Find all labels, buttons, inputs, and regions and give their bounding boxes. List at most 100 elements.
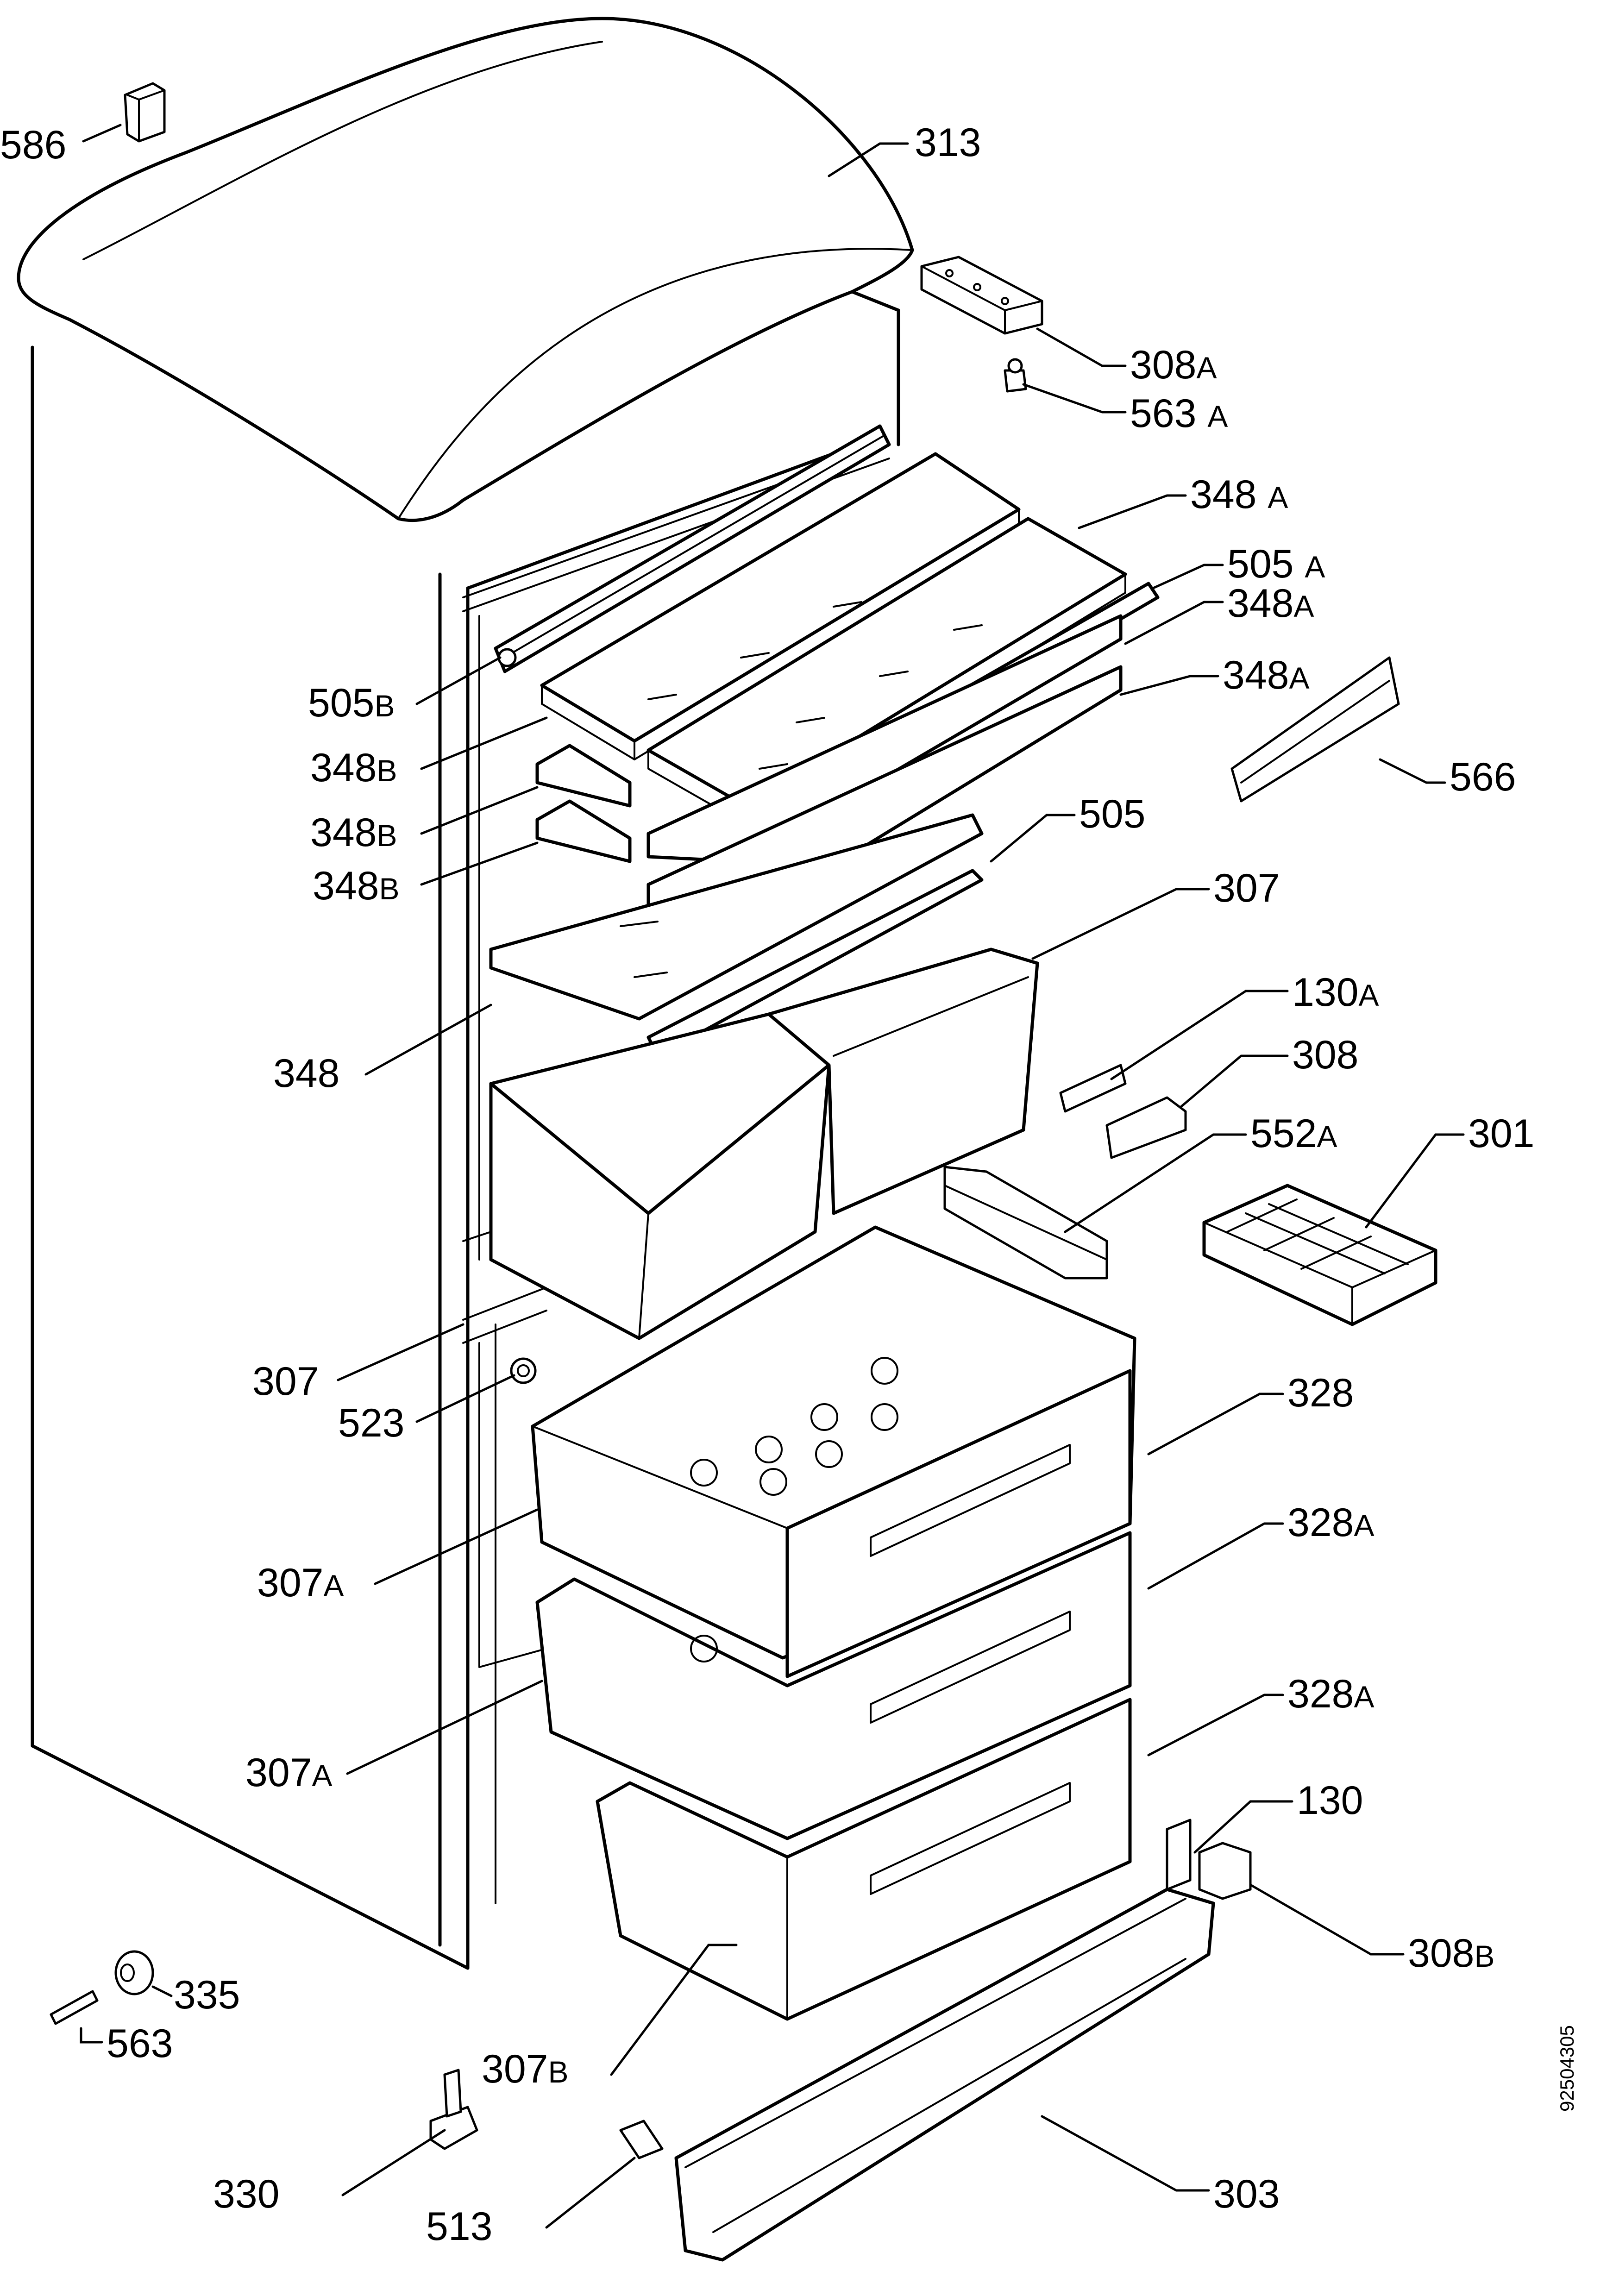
callout-number: 552 (1250, 1111, 1317, 1156)
callout-130: 130 (1297, 1778, 1363, 1826)
callout-number: 308 (1292, 1033, 1359, 1077)
callout-suffix: A (1289, 661, 1310, 695)
callout-suffix: A (323, 1568, 344, 1603)
hinge-130 (1166, 1819, 1192, 1891)
callout-301: 301 (1468, 1111, 1535, 1159)
callout-330: 330 (213, 2172, 280, 2219)
callout-number: 307 (245, 1750, 312, 1795)
hinge-130a (1059, 1064, 1127, 1113)
leader-lines (80, 124, 1465, 2229)
callout-328a-2: 328A (1287, 1672, 1375, 1719)
callout-307: 307 (1213, 866, 1280, 913)
callout-348b-2: 348B (310, 810, 397, 858)
callout-308: 308 (1292, 1033, 1359, 1080)
freezer-drawers (531, 1225, 1136, 2021)
callout-348a-2: 348A (1227, 581, 1314, 628)
callout-number: 130 (1297, 1778, 1363, 1823)
callout-number: 586 (0, 123, 67, 167)
callout-suffix: B (377, 818, 397, 853)
callout-number: 348 (273, 1051, 340, 1096)
callout-307a-2: 307A (245, 1750, 333, 1798)
callout-number: 566 (1450, 755, 1516, 799)
callout-307a-1: 307A (257, 1561, 344, 1608)
callout-number: 348 (1227, 581, 1294, 626)
callout-505a: 505 A (1227, 542, 1325, 589)
callout-number: 130 (1292, 970, 1359, 1015)
callout-586: 586 (0, 123, 67, 170)
callout-number: 307 (482, 2047, 548, 2091)
callout-suffix: A (1354, 1508, 1375, 1543)
callout-number: 563 (1130, 391, 1197, 436)
callout-308a: 308A (1130, 343, 1217, 390)
hinge-308b (1198, 1842, 1252, 1900)
callout-suffix: B (374, 689, 395, 723)
callout-307-lower: 307 (252, 1359, 319, 1406)
callout-number: 348 (1223, 653, 1289, 697)
callout-number: 348 (310, 810, 377, 855)
callout-563a: 563 A (1130, 391, 1228, 439)
callout-number: 348 (310, 746, 377, 790)
callout-number: 513 (426, 2204, 493, 2249)
callout-suffix: B (1474, 1939, 1495, 1973)
callout-566: 566 (1450, 755, 1516, 802)
callout-563: 563 (107, 2021, 173, 2069)
callout-number: 308 (1130, 343, 1197, 387)
callout-552a: 552A (1250, 1111, 1337, 1159)
callout-suffix: A (1268, 480, 1288, 514)
callout-number: 308 (1408, 1931, 1475, 1976)
callout-suffix: A (1305, 550, 1325, 584)
upper-crisper-bins-307 (489, 947, 1039, 1340)
callout-505b: 505B (308, 681, 395, 728)
callout-number: 330 (213, 2172, 280, 2216)
callout-number: 523 (338, 1401, 405, 1445)
callout-number: 563 (107, 2021, 173, 2066)
callout-number: 303 (1213, 2172, 1280, 2216)
callout-number: 307 (257, 1561, 324, 1605)
hinge-308 (1105, 1096, 1187, 1159)
callout-suffix: B (377, 753, 397, 788)
clip-513 (619, 2120, 664, 2159)
callout-335: 335 (174, 1973, 240, 2020)
callout-number: 307 (252, 1359, 319, 1404)
callout-328: 328 (1287, 1371, 1354, 1418)
callout-number: 505 (1079, 792, 1146, 836)
callout-number: 348 (1190, 472, 1257, 517)
callout-348b-1: 348B (310, 746, 397, 793)
plinth-303 (674, 1888, 1215, 2262)
callout-suffix: A (1196, 351, 1217, 385)
callout-number: 301 (1468, 1111, 1535, 1156)
callout-328a-1: 328A (1287, 1500, 1375, 1548)
foot-330 (429, 2069, 478, 2150)
callout-number: 328 (1287, 1500, 1354, 1545)
callout-348b-3: 348B (313, 864, 400, 911)
callout-348a-3: 348A (1223, 653, 1310, 700)
callout-348: 348 (273, 1051, 340, 1098)
callout-523: 523 (338, 1401, 405, 1448)
callout-313: 313 (915, 120, 981, 168)
callout-130a: 130A (1292, 970, 1379, 1017)
callout-348a-1: 348 A (1190, 472, 1288, 520)
callout-number: 505 (1227, 542, 1294, 586)
callout-suffix: A (312, 1758, 333, 1793)
callout-suffix: B (548, 2055, 569, 2089)
hinge-plate-308a (920, 256, 1043, 335)
callout-number: 328 (1287, 1371, 1354, 1415)
callout-number: 335 (174, 1973, 240, 2017)
callout-number: 313 (915, 120, 981, 165)
egg-tray-566 (1230, 656, 1400, 803)
pin-563a (1004, 358, 1027, 393)
callout-number: 505 (308, 681, 375, 725)
callout-suffix: B (379, 872, 400, 906)
stopper-523 (510, 1357, 537, 1384)
clip-586 (124, 82, 166, 143)
callout-suffix: A (1293, 589, 1314, 623)
rail-552a (943, 1166, 1108, 1280)
callout-307b: 307B (482, 2047, 569, 2094)
pin-563 (50, 1990, 99, 2025)
callout-suffix: A (1207, 399, 1228, 433)
callout-number: 348 (313, 864, 379, 908)
callout-number: 328 (1287, 1672, 1354, 1716)
shelves (489, 424, 1160, 1058)
